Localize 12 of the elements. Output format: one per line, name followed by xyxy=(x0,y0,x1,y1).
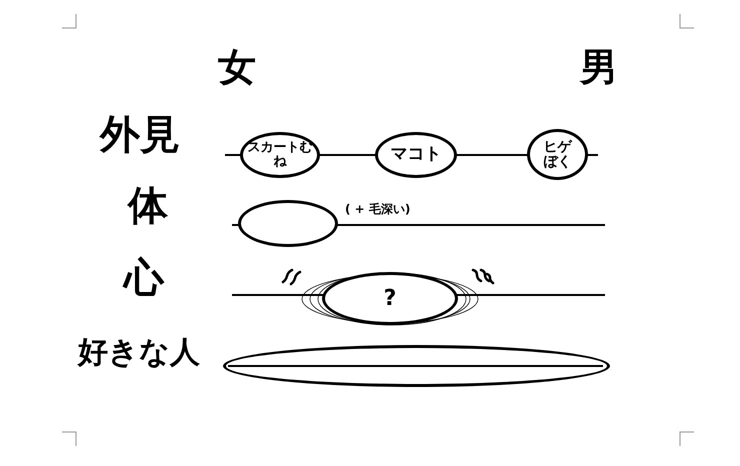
note-text: ( + 毛深い) xyxy=(345,203,410,215)
gender-heading: 女 xyxy=(218,48,256,86)
gender-heading: 男 xyxy=(580,48,618,86)
row-heading: 心 xyxy=(124,258,164,298)
ellipse xyxy=(223,345,610,387)
row-heading: 外見 xyxy=(100,115,180,155)
ellipse: ヒゲぼく xyxy=(527,129,588,180)
row-heading: 体 xyxy=(128,186,168,226)
ellipse: スカートむね xyxy=(240,132,320,178)
ellipse: マコト xyxy=(375,132,457,178)
ellipse: ? xyxy=(322,272,458,325)
row-heading: 好きな人 xyxy=(78,338,200,368)
